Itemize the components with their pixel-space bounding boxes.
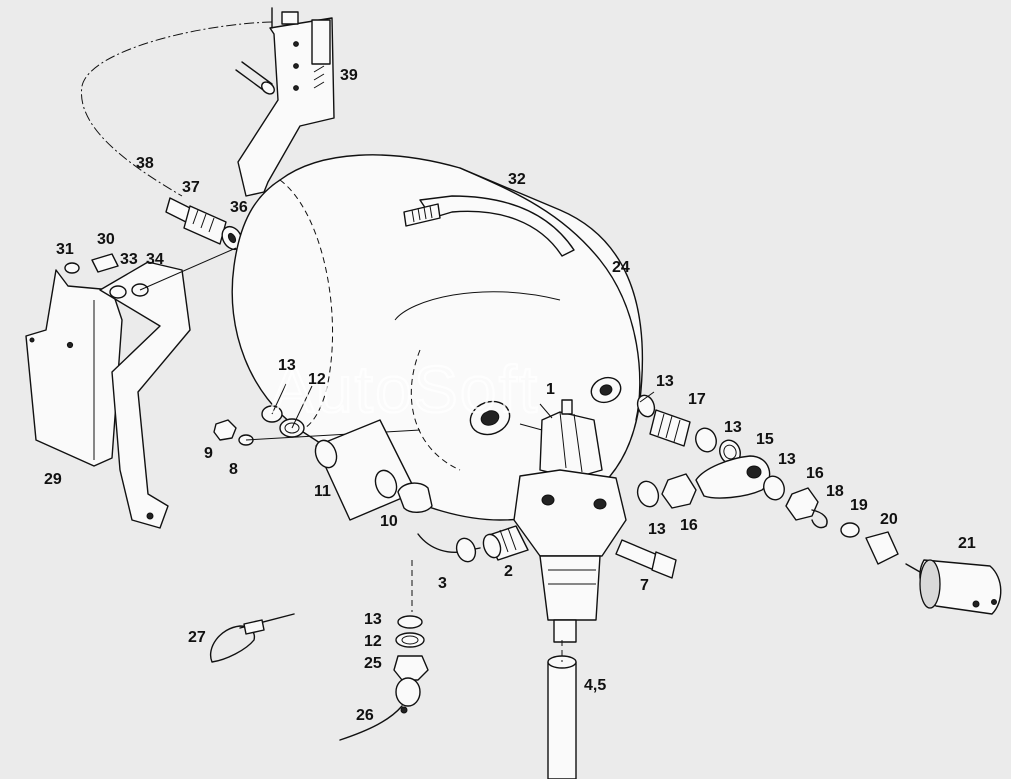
callout-31: 31 [56,241,74,258]
callout-24: 24 [612,259,630,276]
callout-1: 1 [546,381,555,398]
callout-11: 11 [314,483,331,500]
seal-rings-13-12 [261,383,313,438]
callout-13-bottom: 13 [364,611,382,628]
pressure-valve-1 [513,399,627,643]
callout-27: 27 [188,629,206,646]
callout-18: 18 [826,483,844,500]
pipe-4-5 [547,640,577,779]
callout-38: 38 [136,155,154,172]
cable-26 [339,677,421,741]
callout-34: 34 [146,251,164,268]
callout-8: 8 [229,461,238,478]
callout-21: 21 [958,535,976,552]
flex-cable-38 [80,21,275,197]
callout-7: 7 [640,577,649,594]
callout-26: 26 [356,707,374,724]
callout-32: 32 [508,171,526,188]
callout-13-upper-right: 13 [656,373,674,390]
air-tank-24 [231,154,644,521]
callout-39: 39 [340,67,358,84]
fasteners-30-31-33-34 [64,247,237,299]
hose-fitting-37-36 [165,197,243,251]
banjo-fitting-15-16 [636,455,899,565]
pressure-sensor-21 [905,559,1002,615]
callout-3: 3 [438,575,447,592]
mounting-bracket-39 [237,7,335,197]
callout-29: 29 [44,471,62,488]
callout-13-mid-right: 13 [724,419,742,436]
cap-10 [397,482,433,513]
callout-13-right: 13 [778,451,796,468]
watermark-text: AutoSoft [270,352,539,426]
callout-10: 10 [380,513,398,530]
callout-25: 25 [364,655,382,672]
leader-lines [519,391,655,431]
callout-20: 20 [880,511,898,528]
tank-strap-32 [403,195,575,257]
callout-16-lower: 16 [680,517,698,534]
callout-33: 33 [120,251,138,268]
callout-19: 19 [850,497,868,514]
callout-37: 37 [182,179,200,196]
nut-9-washer-8 [213,419,421,446]
fitting-2-pipe-3 [417,525,529,563]
callout-2: 2 [504,563,513,580]
ring-stack-13-12-25 [393,560,429,681]
callout-9: 9 [204,445,213,462]
callout-30: 30 [97,231,115,248]
panel-29 [25,261,191,529]
callout-13-lower: 13 [648,521,666,538]
callout-13-left: 13 [278,357,296,374]
callout-12-bottom: 12 [364,633,382,650]
callout-17: 17 [688,391,706,408]
cable-tie-27 [209,613,295,663]
callout-12-left: 12 [308,371,326,388]
callout-15: 15 [756,431,774,448]
callout-36: 36 [230,199,248,216]
callout-labels: 39 38 37 36 32 31 30 33 34 24 13 12 1 13… [44,67,976,724]
callout-4-5: 4,5 [584,677,606,694]
callout-16-right: 16 [806,465,824,482]
bolt-7 [615,539,677,579]
